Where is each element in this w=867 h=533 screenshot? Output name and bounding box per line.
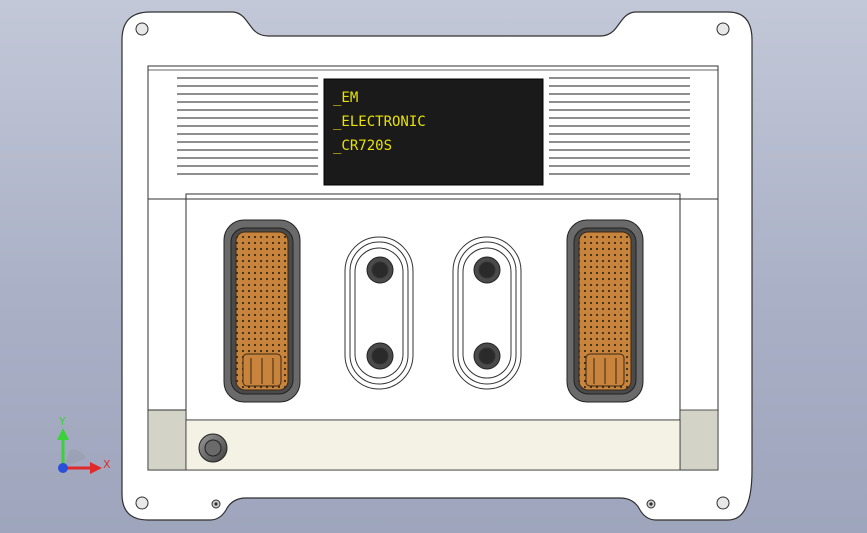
- lower-band: [147, 409, 719, 471]
- connector-right[interactable]: [566, 219, 644, 403]
- mount-hole-top-left: [135, 22, 149, 36]
- axis-triad: Y X: [57, 415, 111, 474]
- x-axis-label: X: [103, 458, 111, 471]
- y-axis-label: Y: [58, 415, 66, 428]
- m12-port-upper-left[interactable]: [366, 256, 394, 284]
- display-line-1: _EM: [333, 90, 358, 106]
- mount-hole-top-right: [716, 22, 730, 36]
- mount-hole-bottom-right: [716, 496, 730, 510]
- m12-port-pair-right[interactable]: [452, 236, 522, 390]
- display-line-2: _ELECTRONIC: [333, 114, 426, 130]
- m12-port-pair-left[interactable]: [344, 236, 414, 390]
- cable-gland-icon[interactable]: [198, 433, 228, 463]
- display-line-3: _CR720S: [333, 138, 392, 154]
- cooling-fins-left: [177, 77, 318, 175]
- m12-port-lower-left[interactable]: [366, 342, 394, 370]
- mounting-holes: [135, 22, 730, 510]
- mount-hole-bottom-left: [135, 496, 149, 510]
- connector-left[interactable]: [223, 219, 301, 403]
- cooling-fins-right: [549, 77, 690, 175]
- m12-port-upper-right[interactable]: [473, 256, 501, 284]
- display-panel: _EM _ELECTRONIC _CR720S: [323, 78, 544, 186]
- z-axis-icon: [58, 463, 68, 473]
- m12-port-lower-right[interactable]: [473, 342, 501, 370]
